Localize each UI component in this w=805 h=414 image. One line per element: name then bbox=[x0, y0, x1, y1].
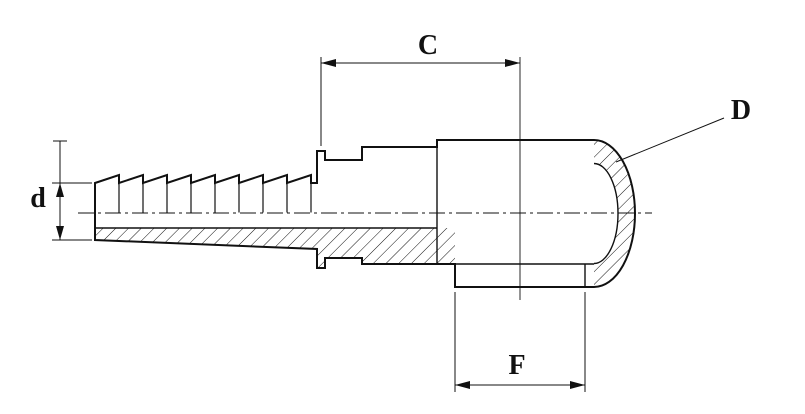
banjo-cap-inner-arc bbox=[593, 162, 619, 265]
dim-f-arrow-right bbox=[570, 381, 585, 389]
fitting-outline bbox=[94, 139, 637, 288]
dim-c-arrow-left bbox=[321, 59, 336, 67]
label-D-callout: D bbox=[615, 95, 751, 163]
dimension-d: d bbox=[30, 140, 92, 241]
eye-left-wall-hatch bbox=[437, 228, 455, 264]
dimension-C: C bbox=[320, 30, 520, 146]
internal-section-lines bbox=[95, 140, 619, 287]
dim-f-arrow-left bbox=[455, 381, 470, 389]
fitting-profile bbox=[94, 139, 637, 288]
hose-barb-step-lines bbox=[118, 176, 312, 213]
dim-c-arrow-right bbox=[505, 59, 520, 67]
dimension-label-d: d bbox=[30, 183, 46, 214]
dimension-label-d-outer: D bbox=[731, 95, 751, 126]
dimension-label-f: F bbox=[508, 350, 525, 381]
dimension-F: F bbox=[454, 292, 586, 392]
dim-d-arrow-top bbox=[56, 183, 64, 197]
banjo-cap-crescent-hatch bbox=[594, 140, 635, 287]
body-wall-hatch bbox=[317, 228, 437, 268]
dimension-label-c: C bbox=[418, 30, 438, 61]
dim-d-arrow-bottom bbox=[56, 226, 64, 240]
label-d-leader-line bbox=[615, 117, 725, 163]
hose-stem-wall-hatch bbox=[95, 228, 317, 249]
